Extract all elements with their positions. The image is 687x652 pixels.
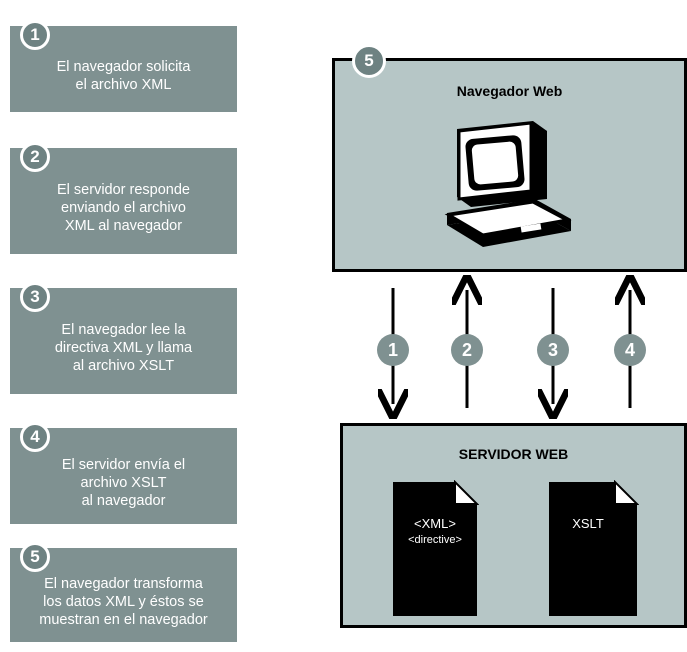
flow-badge-1: 1 — [377, 334, 409, 366]
step-badge-2: 2 — [20, 142, 50, 172]
xml-document: <XML> <directive> — [391, 479, 480, 618]
browser-box-badge: 5 — [352, 44, 386, 78]
xml-document-line2: <directive> — [408, 534, 462, 546]
step-badge-3: 3 — [20, 282, 50, 312]
step-text-1: El navegador solicita el archivo XML — [56, 59, 191, 93]
step-badge-4: 4 — [20, 422, 50, 452]
document-icon — [549, 479, 640, 616]
step-badge-1: 1 — [20, 20, 50, 50]
step-text-5: El navegador transforma los datos XML y … — [39, 576, 208, 628]
xslt-document-line1: XSLT — [572, 516, 604, 531]
step-panel-5: 5 El navegador transforma los datos XML … — [10, 542, 237, 642]
server-box-title: SERVIDOR WEB — [458, 446, 569, 462]
step-badge-5: 5 — [20, 542, 50, 572]
step-panel-3: 3 El navegador lee la directiva XML y ll… — [10, 282, 237, 394]
server-box: SERVIDOR WEB <XML> <directive> XSLT — [340, 423, 687, 628]
step-panel-4: 4 El servidor envía el archivo XSLT al n… — [10, 422, 237, 524]
browser-box-title: Navegador Web — [456, 83, 563, 99]
step-text-4: El servidor envía el archivo XSLT al nav… — [61, 457, 186, 509]
document-icon — [393, 479, 480, 616]
computer-icon — [435, 113, 585, 253]
flow-badge-4: 4 — [614, 334, 646, 366]
browser-box: Navegador Web — [332, 58, 687, 272]
xslt-document: XSLT — [547, 479, 640, 618]
flow-badge-3: 3 — [537, 334, 569, 366]
step-panel-2: 2 El servidor responde enviando el archi… — [10, 142, 237, 254]
step-text-2: El servidor responde enviando el archivo… — [57, 182, 190, 234]
step-text-3: El navegador lee la directiva XML y llam… — [54, 322, 193, 374]
step-panel-1: 1 El navegador solicita el archivo XML — [10, 20, 237, 112]
flow-badge-2: 2 — [451, 334, 483, 366]
xml-document-line1: <XML> — [414, 516, 456, 531]
